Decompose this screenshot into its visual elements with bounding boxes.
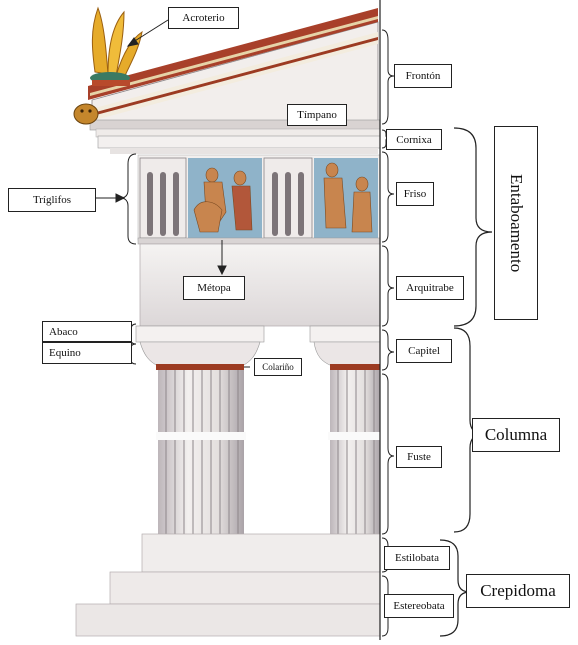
annotation-arrows (96, 19, 250, 368)
label-estereobata: Estereobata (384, 594, 454, 618)
label-friso: Friso (396, 182, 434, 206)
label-crepidoma: Crepidoma (466, 574, 570, 608)
lion-head-gargoyle (73, 103, 99, 125)
label-fronton: Frontón (394, 64, 452, 88)
acroterion-ornament (90, 6, 143, 86)
architrave (139, 243, 381, 327)
label-cornisa: Cornixa (386, 129, 442, 150)
capitals (135, 325, 381, 370)
frieze (137, 154, 381, 245)
crepidoma-steps (75, 533, 381, 637)
label-fuste: Fuste (396, 446, 442, 468)
cornice (97, 135, 381, 149)
label-metopa: Métopa (183, 276, 245, 300)
label-estilobata: Estilobata (384, 546, 450, 570)
label-equino: Equino (42, 342, 132, 364)
label-acroterio: Acroterio (168, 7, 239, 29)
label-capitel: Capitel (396, 339, 452, 363)
label-columna: Columna (472, 418, 560, 452)
label-entablamento-box: Entaboamento (494, 126, 538, 320)
label-arquitrabe: Arquitrabe (396, 276, 464, 300)
label-triglifos: Tríglifos (8, 188, 96, 212)
label-abaco: Abaco (42, 321, 132, 342)
label-timpano: Tímpano (287, 104, 347, 126)
mutules (110, 148, 378, 154)
label-entablamento: Entaboamento (507, 173, 526, 273)
pediment (88, 8, 381, 138)
label-collarino: Colariño (254, 358, 302, 376)
column-shafts (156, 370, 380, 534)
